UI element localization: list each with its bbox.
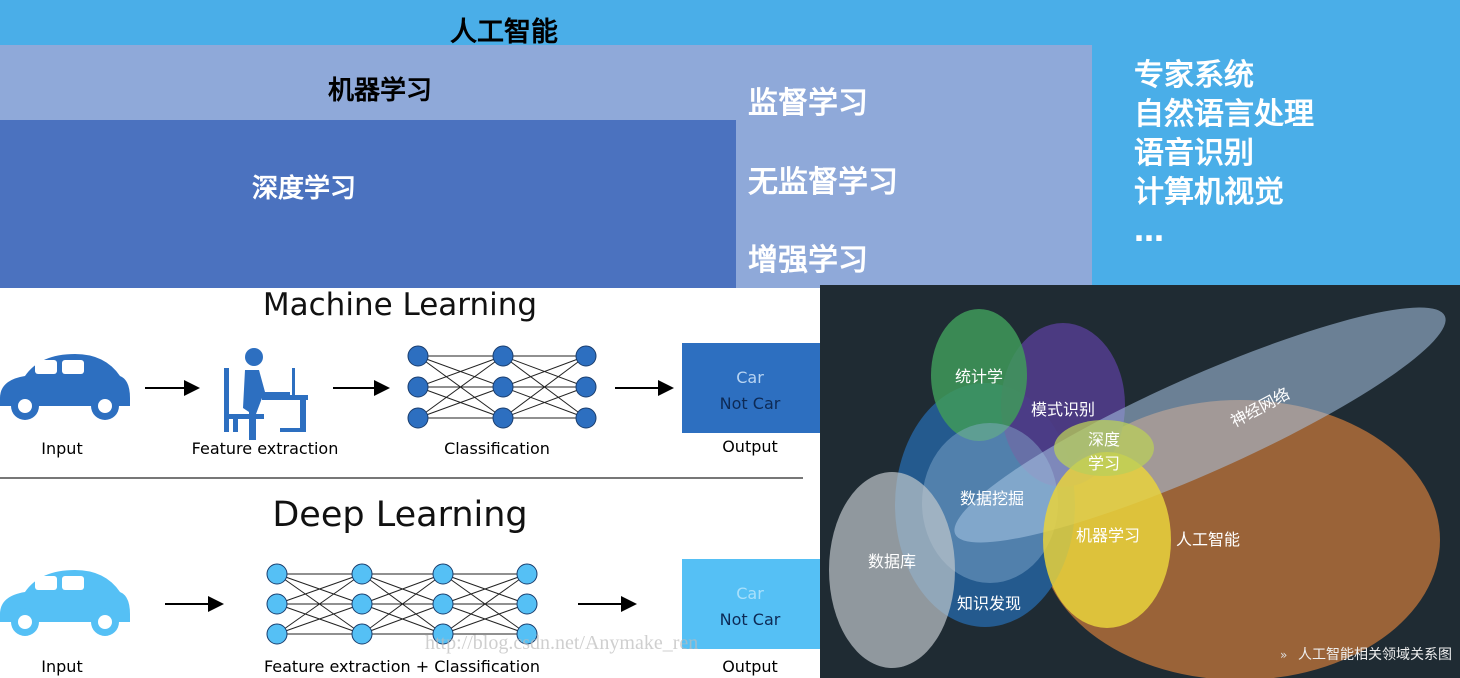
car-icon (0, 570, 130, 636)
nn-node (575, 407, 597, 429)
step-label: Output (722, 437, 778, 456)
ai-field: … (1134, 214, 1164, 249)
car-icon (0, 354, 130, 420)
label-db: 数据库 (868, 552, 916, 571)
neural-network-icon (407, 345, 597, 429)
person-at-computer-icon (224, 348, 308, 440)
step-label: Feature extraction (192, 439, 339, 458)
ai-field: 自然语言处理 (1134, 97, 1314, 132)
ai-field-list: 专家系统 自然语言处理 语音识别 计算机视觉 … (1134, 56, 1314, 251)
nn-node (351, 623, 373, 645)
output-not-car: Not Car (720, 610, 781, 629)
nn-node (266, 623, 288, 645)
caption-marker: » (1280, 648, 1287, 662)
nn-edge (442, 573, 528, 605)
nn-node (492, 407, 514, 429)
dl-heading: Deep Learning (272, 495, 527, 535)
ml-type-supervised: 监督学习 (748, 86, 868, 121)
ml-title: 机器学习 (328, 76, 433, 106)
ai-title: 人工智能 (450, 17, 558, 48)
nn-node (492, 345, 514, 367)
label-ml: 机器学习 (1076, 526, 1140, 545)
ml-type-unsupervised: 无监督学习 (748, 165, 898, 200)
nn-node (351, 593, 373, 615)
nn-node (575, 345, 597, 367)
step-label: Output (722, 657, 778, 676)
step-label: Classification (444, 439, 550, 458)
nn-node (351, 563, 373, 585)
label-ai: 人工智能 (1176, 530, 1240, 549)
nn-edge (417, 355, 504, 388)
ml-type-reinforcement: 增强学习 (748, 243, 868, 278)
nn-node (516, 623, 538, 645)
label-pattern: 模式识别 (1031, 400, 1095, 419)
venn-caption: 人工智能相关领域关系图 (1298, 647, 1452, 663)
label-stats: 统计学 (955, 367, 1003, 386)
stats-ellipse (931, 309, 1027, 441)
dl-panel (0, 120, 736, 288)
nn-edge (361, 573, 444, 605)
deep-ellipse (1054, 420, 1154, 476)
db-ellipse (829, 472, 955, 668)
ml-vs-dl-diagram: Machine Learning Car Not Car Input Featu… (0, 288, 820, 676)
label-kdd: 知识发现 (957, 594, 1021, 613)
nn-edge (502, 355, 587, 419)
dl-output-box (682, 559, 820, 649)
nn-edge (276, 603, 363, 635)
watermark: http://blog.csdn.net/Anymake_ren (425, 632, 698, 654)
nn-edge (442, 573, 528, 635)
nn-edge (442, 603, 528, 635)
nn-edge (276, 573, 363, 635)
nn-edge (417, 355, 504, 419)
nn-node (432, 593, 454, 615)
nn-edge (417, 386, 504, 419)
output-not-car: Not Car (720, 394, 781, 413)
nn-edge (276, 573, 363, 605)
nn-node (432, 623, 454, 645)
neural-network-icon (266, 563, 538, 645)
nn-edge (502, 355, 587, 388)
step-label: Input (41, 439, 82, 458)
ai-venn-diagram: 统计学 模式识别 神经网络 深度 学习 数据挖掘 数据库 知识发现 机器学习 人… (820, 285, 1460, 678)
output-car: Car (736, 368, 764, 387)
nn-node (516, 593, 538, 615)
step-label: Feature extraction + Classification (264, 657, 540, 676)
ml-ellipse (1043, 452, 1171, 628)
dl-title: 深度学习 (252, 174, 357, 204)
output-car: Car (736, 584, 764, 603)
ml-output-box (682, 343, 820, 433)
nn-node (266, 593, 288, 615)
ai-field: 计算机视觉 (1134, 175, 1284, 210)
label-deep: 深度 (1088, 430, 1120, 449)
ai-field: 语音识别 (1134, 136, 1254, 171)
nn-node (432, 563, 454, 585)
step-label: Input (41, 657, 82, 676)
nn-edge (361, 603, 444, 635)
nn-node (516, 563, 538, 585)
nn-node (492, 376, 514, 398)
nn-node (575, 376, 597, 398)
nn-edge (502, 386, 587, 419)
ml-heading: Machine Learning (263, 288, 537, 323)
nn-edge (361, 573, 444, 635)
nn-node (407, 345, 429, 367)
nn-node (407, 376, 429, 398)
nn-node (266, 563, 288, 585)
nn-node (407, 407, 429, 429)
ai-field: 专家系统 (1134, 58, 1254, 93)
label-deep: 学习 (1088, 454, 1120, 473)
label-mining: 数据挖掘 (960, 489, 1024, 508)
